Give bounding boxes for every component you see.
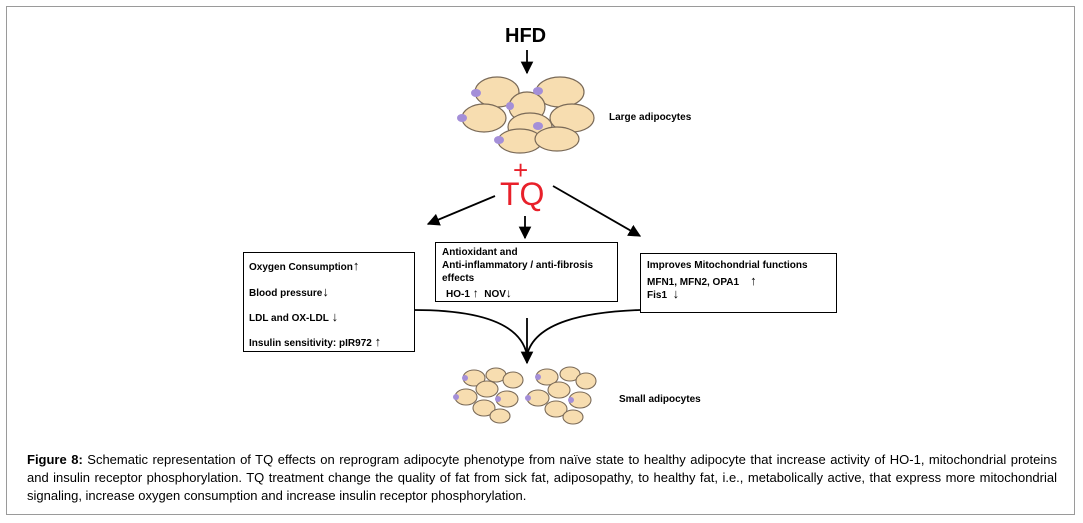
up-arrow-icon: ↑ [352,258,360,273]
middle-line-4: HO-1 ↑ NOV↓ [446,286,512,300]
figure-frame [6,6,1075,515]
up-arrow-icon: ↑ [750,273,757,288]
large-adipocyte-nuclei [457,87,543,144]
left-line-2: Blood pressure↓ [249,284,329,299]
small-adipocytes-cluster-left [454,367,524,424]
oxygen-consumption-label: Oxygen Consumption [249,262,353,273]
down-arrow-icon: ↓ [505,286,512,300]
nov-label: NOV [484,289,506,300]
figure-caption: Figure 8: Schematic representation of TQ… [27,451,1057,505]
ho1-label: HO-1 [446,289,470,300]
right-line-2: MFN1, MFN2, OPA1 ↑ [647,273,757,288]
plus-sign: + [513,155,529,185]
tq-label: TQ [500,176,545,212]
left-line-4: Insulin sensitivity: pIR972 ↑ [249,334,381,349]
right-effects-box: Improves Mitochondrial functions MFN1, M… [640,253,837,313]
small-adipocyte-nuclei [453,374,574,403]
converge-right-line [526,309,641,356]
left-effects-box: Oxygen Consumption↑ Blood pressure↓ LDL … [243,252,415,352]
figure-caption-text: Schematic representation of TQ effects o… [27,452,1057,503]
large-adipocytes-label: Large adipocytes [609,112,692,123]
small-adipocytes-label: Small adipocytes [619,394,701,405]
fis1-label: Fis1 [647,290,668,301]
tq-arrow-right [552,185,642,237]
up-arrow-icon: ↑ [472,286,479,300]
up-arrow-icon: ↑ [374,334,382,349]
mfn-opa-label: MFN1, MFN2, OPA1 [647,277,740,288]
figure-caption-label: Figure 8: [27,452,83,467]
down-arrow-icon: ↓ [331,309,339,324]
large-adipocytes-cluster [461,76,595,154]
middle-line-1: Antioxidant and [442,247,518,258]
middle-effects-box: Antioxidant and Anti-inflammatory / anti… [435,242,618,302]
left-line-3: LDL and OX-LDL ↓ [249,309,338,324]
blood-pressure-label: Blood pressure [249,288,323,299]
middle-line-3: effects [442,273,475,284]
middle-line-2: Anti-inflammatory / anti-fibrosis [442,260,594,271]
ldl-label: LDL and OX-LDL [249,313,329,324]
insulin-sensitivity-label: Insulin sensitivity: pIR972 [249,338,372,349]
small-adipocytes-cluster-right [526,366,597,425]
tq-arrow-left [426,195,496,226]
down-arrow-icon: ↓ [322,284,329,299]
hfd-label: HFD [505,25,547,47]
converge-left-line [413,309,528,356]
down-arrow-icon: ↓ [672,286,680,301]
right-line-1: Improves Mitochondrial functions [647,260,808,271]
left-line-1: Oxygen Consumption↑ [249,258,359,273]
right-line-3: Fis1 ↓ [647,286,679,301]
